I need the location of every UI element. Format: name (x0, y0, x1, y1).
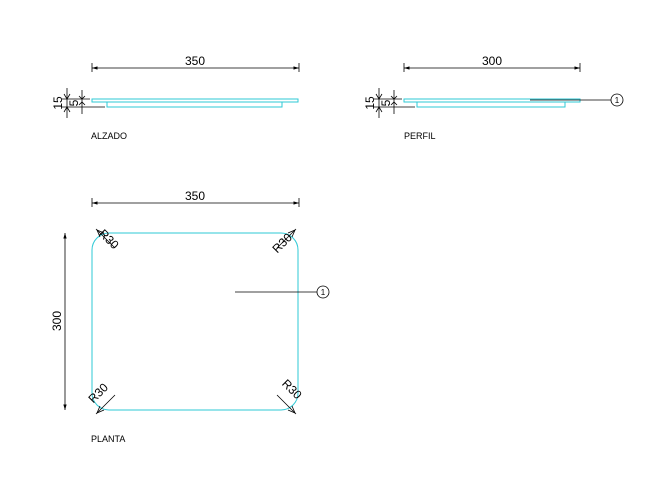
perfil-inner-arrow-top (390, 95, 398, 100)
alzado-height-total-label: 15 (51, 96, 65, 110)
perfil-height-total-label: 15 (363, 96, 377, 110)
planta-radius-bl-arrow (96, 405, 105, 414)
planta-radius-tr-leader (276, 228, 297, 249)
perfil-height-inner-label: 5 (379, 99, 393, 106)
planta-radius-br-leader (276, 394, 297, 415)
alzado-height-arrow-top (63, 93, 71, 100)
perfil-view: 300 15 5 1 PERFIL (363, 54, 624, 141)
perfil-inner-arrow-bottom (390, 101, 398, 106)
planta-height-label: 300 (50, 311, 64, 331)
planta-view: 350 300 R30 R30 R30 R30 1 PLANTA (50, 189, 330, 444)
planta-callout-number: 1 (321, 288, 326, 297)
perfil-height-arrow-top (375, 93, 383, 100)
alzado-view-label: ALZADO (91, 131, 127, 141)
alzado-inner-arrow-top (78, 95, 86, 100)
perfil-callout-circle (610, 93, 624, 107)
perfil-height-arrow-bottom (375, 106, 383, 113)
alzado-height-inner-label: 5 (67, 99, 81, 106)
perfil-view-label: PERFIL (404, 131, 436, 141)
perfil-lower-body (416, 101, 566, 108)
planta-radius-bl-label: R30 (85, 380, 111, 406)
planta-plate-outline (91, 232, 299, 411)
planta-radius-br-arrow (287, 405, 296, 414)
alzado-inner-arrow-bottom (78, 101, 86, 106)
planta-radius-tl-label: R30 (96, 226, 122, 252)
alzado-height-arrow-bottom (63, 106, 71, 113)
planta-view-label: PLANTA (91, 434, 125, 444)
perfil-callout-number: 1 (615, 96, 620, 105)
planta-radius-tl-arrow (96, 229, 105, 238)
planta-width-label: 350 (185, 189, 205, 203)
planta-radius-tl-leader (95, 228, 116, 249)
perfil-width-label: 300 (482, 54, 502, 68)
planta-radius-tr-arrow (287, 229, 296, 238)
alzado-lower-body (106, 101, 283, 108)
planta-callout-circle (316, 285, 330, 299)
alzado-view: 350 15 5 ALZADO (51, 54, 300, 141)
planta-radius-br-label: R30 (279, 376, 305, 402)
planta-radius-bl-leader (95, 394, 116, 415)
alzado-width-label: 350 (185, 54, 205, 68)
